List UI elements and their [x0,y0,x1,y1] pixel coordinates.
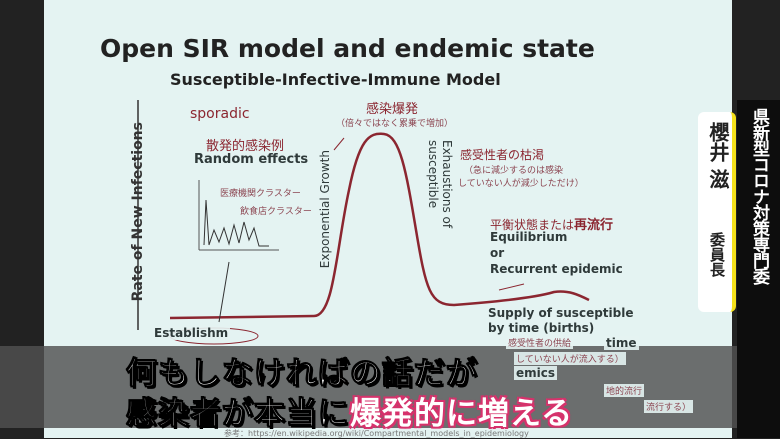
cluster-restaurant-label: 飲食店クラスター [240,207,312,217]
supply-label-2: by time (births) [488,321,595,335]
supply-label: Supply of susceptible [488,306,634,320]
sporadic-jp-label: 散発的感染例 [206,139,285,154]
random-effects-label: Random effects [194,152,309,167]
speaker-name: 櫻井 滋 [706,122,730,189]
x-axis-time-label: time [604,336,639,350]
arrow [498,283,525,291]
cluster-medical-label: 医療機関クラスター [220,189,301,199]
speaker-nameplate: 櫻井 滋 委員長 [698,112,736,312]
equilibrium-jp-label: 平衡状態または再流行 [490,214,613,233]
infection-curve [169,132,590,320]
arrow [218,261,230,323]
speaker-title: 委員長 [708,232,726,277]
news-caption: 何もしなければの話だが 感染者が本当に爆発的に増える [0,346,780,433]
endemics-label: emics [514,366,558,380]
exponential-growth-label: Exponential Growth [318,150,332,269]
random-effects-sparkline [203,199,269,247]
recurrent-jp-text: 再流行 [574,218,614,233]
establishment-label: Establishm [152,326,231,340]
supply-jp-label: 感受性者の供給 [506,336,574,349]
organization-strip: 県新型コロナ対策専門委 [737,100,780,438]
exhaustion-jp-label: 感受性者の枯渇 [460,148,545,162]
endemic-jp-label: 地的流行 [604,384,645,397]
organization-label: 県新型コロナ対策専門委 [749,108,769,284]
equilibrium-label: Equilibrium [490,230,568,244]
y-axis-label: Rate of New Infections [130,122,146,302]
arrow [333,137,345,151]
slide-subtitle: Susceptible-Infective-Immune Model [170,70,501,89]
outbreak-label: 感染爆発 [366,102,419,117]
sporadic-label: sporadic [190,106,250,122]
caption-line-1: 何もしなければの話だが [126,356,478,393]
caption-text: 感染者が本当に [126,396,350,433]
caption-line-2: 感染者が本当に爆発的に増える [126,388,573,433]
reference-link: 参考：https://en.wikipedia.org/wiki/Compart… [224,429,529,438]
equilibrium-jp-text: 平衡状態または [490,218,575,232]
or-label: or [490,246,505,260]
supply-note: していない人が流入する） [514,352,626,365]
exhaustion-label: Exhaustions of susceptible [426,140,454,229]
caption-highlight: 爆発的に増える [350,396,574,432]
recurrent-label: Recurrent epidemic [490,262,623,276]
outbreak-note: （倍々ではなく累乗で増加） [336,119,454,129]
exhaustion-note: （急に減少するのは感染 [464,166,564,176]
endemic-note: 流行する） [644,400,694,413]
exhaustion-note: していない人が減少しただけ） [458,179,584,189]
slide-title: Open SIR model and endemic state [100,34,595,63]
